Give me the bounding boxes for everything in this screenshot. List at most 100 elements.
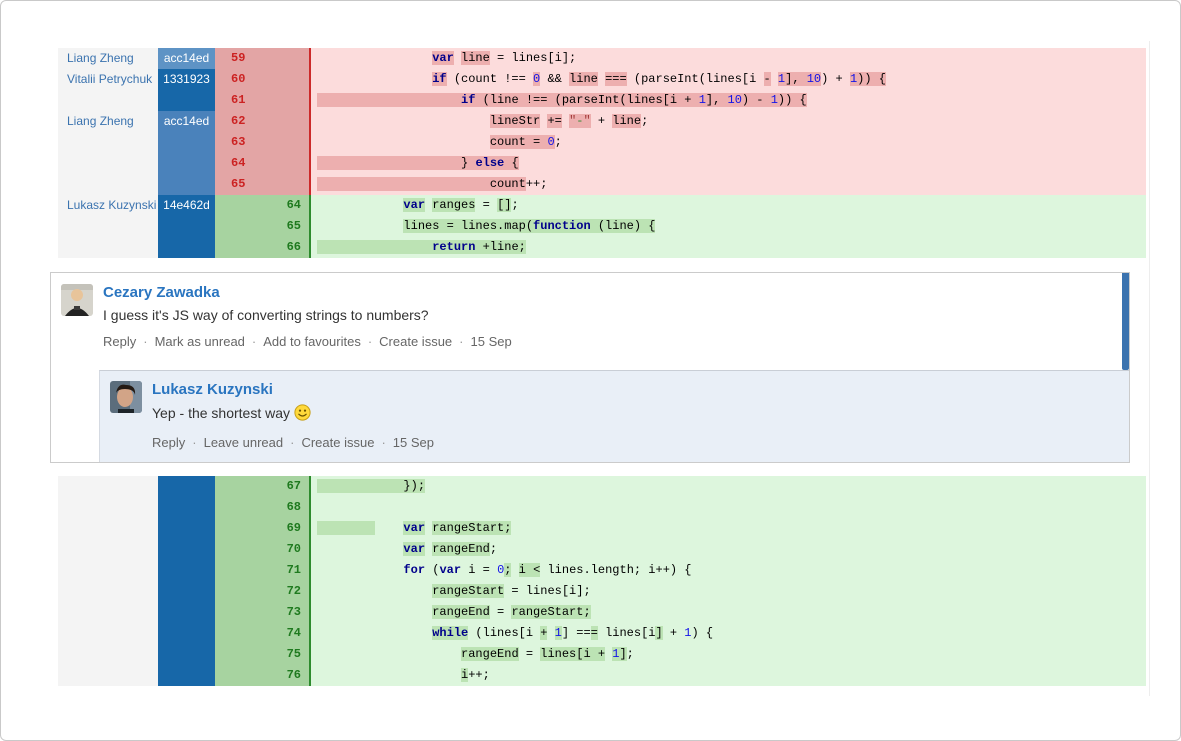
line-number-cell[interactable]: 70 xyxy=(215,539,309,560)
line-number-cell[interactable]: 65 xyxy=(215,174,309,195)
line-number-cell[interactable]: 69 xyxy=(215,518,309,539)
code-line[interactable]: } else { xyxy=(311,153,1146,174)
reply-author-link[interactable]: Lukasz Kuzynski xyxy=(152,381,273,398)
line-number-cell[interactable]: 61 xyxy=(215,90,309,111)
line-number-cell[interactable]: 62 xyxy=(215,111,309,132)
blame-commit-hash xyxy=(158,476,215,497)
line-number-cell[interactable]: 76 xyxy=(215,665,309,686)
line-number[interactable]: 75 xyxy=(286,647,301,661)
avatar-cezary[interactable] xyxy=(61,284,93,316)
blame-author-cell: Lukasz Kuzynski xyxy=(58,195,158,216)
code-line[interactable]: rangeEnd = rangeStart; xyxy=(311,602,1146,623)
line-number[interactable]: 60 xyxy=(231,72,246,86)
line-number[interactable]: 59 xyxy=(231,51,246,65)
comment-action-mark-as-unread[interactable]: Mark as unread xyxy=(154,334,245,349)
blame-author-link[interactable]: Vitalii Petrychuk xyxy=(67,72,153,86)
line-number[interactable]: 62 xyxy=(231,114,246,128)
code-line[interactable]: i++; xyxy=(311,665,1146,686)
blame-author-link[interactable]: Lukasz Kuzynski xyxy=(67,198,157,212)
line-number[interactable]: 69 xyxy=(286,521,301,535)
line-number-cell[interactable]: 74 xyxy=(215,623,309,644)
code-line[interactable]: rangeStart = lines[i]; xyxy=(311,581,1146,602)
line-number[interactable]: 72 xyxy=(286,584,301,598)
line-number[interactable]: 64 xyxy=(286,198,301,212)
line-number[interactable]: 74 xyxy=(286,626,301,640)
code-line[interactable]: count = 0; xyxy=(311,132,1146,153)
line-number-cell[interactable]: 68 xyxy=(215,497,309,518)
avatar-lukasz[interactable] xyxy=(110,381,142,413)
comment-action-create-issue[interactable]: Create issue xyxy=(379,334,453,349)
blame-author-cell xyxy=(58,560,158,581)
line-number[interactable]: 70 xyxy=(286,542,301,556)
line-number-cell[interactable]: 75 xyxy=(215,644,309,665)
line-number[interactable]: 64 xyxy=(231,156,246,170)
line-number[interactable]: 66 xyxy=(286,240,301,254)
diff-row: 65 lines = lines.map(function (line) { xyxy=(58,216,1146,237)
comment-action-leave-unread[interactable]: Leave unread xyxy=(203,435,284,450)
line-number[interactable]: 65 xyxy=(286,219,301,233)
line-number[interactable]: 68 xyxy=(286,500,301,514)
line-number-cell[interactable]: 72 xyxy=(215,581,309,602)
code-line[interactable]: lines = lines.map(function (line) { xyxy=(311,216,1146,237)
line-number-cell[interactable]: 71 xyxy=(215,560,309,581)
diff-row: 68 xyxy=(58,497,1146,518)
diff-gutter-separator xyxy=(309,90,311,111)
line-number-cell[interactable]: 67 xyxy=(215,476,309,497)
comment-action-reply[interactable]: Reply xyxy=(152,435,186,450)
line-number[interactable]: 73 xyxy=(286,605,301,619)
blame-commit-hash[interactable]: 1331923 xyxy=(158,69,215,90)
line-number-cell[interactable]: 64 xyxy=(215,195,309,216)
code-line[interactable]: rangeEnd = lines[i + 1]; xyxy=(311,644,1146,665)
diff-gutter-separator xyxy=(309,539,311,560)
code-line[interactable]: var ranges = []; xyxy=(311,195,1146,216)
line-number[interactable]: 67 xyxy=(286,479,301,493)
blame-commit-hash[interactable]: 14e462d xyxy=(158,195,215,216)
blame-commit-hash[interactable]: acc14ed xyxy=(158,111,215,132)
line-number[interactable]: 63 xyxy=(231,135,246,149)
code-line[interactable]: var line = lines[i]; xyxy=(311,48,1146,69)
line-number-cell[interactable]: 66 xyxy=(215,237,309,258)
line-number-cell[interactable]: 60 xyxy=(215,69,309,90)
blame-author-cell xyxy=(58,497,158,518)
line-number-cell[interactable]: 73 xyxy=(215,602,309,623)
blame-author-link[interactable]: Liang Zheng xyxy=(67,114,134,128)
comment-author-link[interactable]: Cezary Zawadka xyxy=(103,284,220,301)
blame-commit-hash xyxy=(158,581,215,602)
line-number-cell[interactable]: 63 xyxy=(215,132,309,153)
diff-row: Liang Zheng acc14ed 59 var line = lines[i]… xyxy=(58,48,1146,69)
code-line[interactable]: count++; xyxy=(311,174,1146,195)
blame-author-cell xyxy=(58,602,158,623)
line-number[interactable]: 65 xyxy=(231,177,246,191)
diff-gutter-separator xyxy=(309,69,311,90)
blame-author-link[interactable]: Liang Zheng xyxy=(67,51,134,65)
blame-commit-hash xyxy=(158,644,215,665)
line-number[interactable]: 76 xyxy=(286,668,301,682)
line-number-cell[interactable]: 64 xyxy=(215,153,309,174)
line-number-cell[interactable]: 59 xyxy=(215,48,309,69)
code-line[interactable]: return +line; xyxy=(311,237,1146,258)
code-line[interactable] xyxy=(311,497,1146,518)
line-number[interactable]: 61 xyxy=(231,93,246,107)
code-line[interactable]: if (line !== (parseInt(lines[i + 1], 10)… xyxy=(311,90,1146,111)
comment-action-reply[interactable]: Reply xyxy=(103,334,137,349)
blame-author-cell xyxy=(58,237,158,258)
blame-author-cell xyxy=(58,476,158,497)
code-line[interactable]: while (lines[i + 1] === lines[i] + 1) { xyxy=(311,623,1146,644)
reply-text: Yep - the shortest way xyxy=(152,404,434,424)
blame-commit-hash[interactable]: acc14ed xyxy=(158,48,215,69)
diff-gutter-separator xyxy=(309,195,311,216)
code-line[interactable]: lineStr += "-" + line; xyxy=(311,111,1146,132)
line-number-cell[interactable]: 65 xyxy=(215,216,309,237)
diff-row: 63 count = 0; xyxy=(58,132,1146,153)
code-line[interactable]: }); xyxy=(311,476,1146,497)
line-number[interactable]: 71 xyxy=(286,563,301,577)
comment-action-add-to-favourites[interactable]: Add to favourites xyxy=(263,334,361,349)
code-line[interactable]: if (count !== 0 && line === (parseInt(li… xyxy=(311,69,1146,90)
reply-actions: Reply·Leave unread·Create issue·15 Sep xyxy=(152,435,434,450)
code-line[interactable]: for (var i = 0; i < lines.length; i++) { xyxy=(311,560,1146,581)
code-line[interactable]: var rangeEnd; xyxy=(311,539,1146,560)
comment-reply: Lukasz Kuzynski Yep - the shortest way R… xyxy=(99,370,1129,462)
blame-commit-hash xyxy=(158,539,215,560)
code-line[interactable]: var rangeStart; xyxy=(311,518,1146,539)
comment-action-create-issue[interactable]: Create issue xyxy=(301,435,375,450)
